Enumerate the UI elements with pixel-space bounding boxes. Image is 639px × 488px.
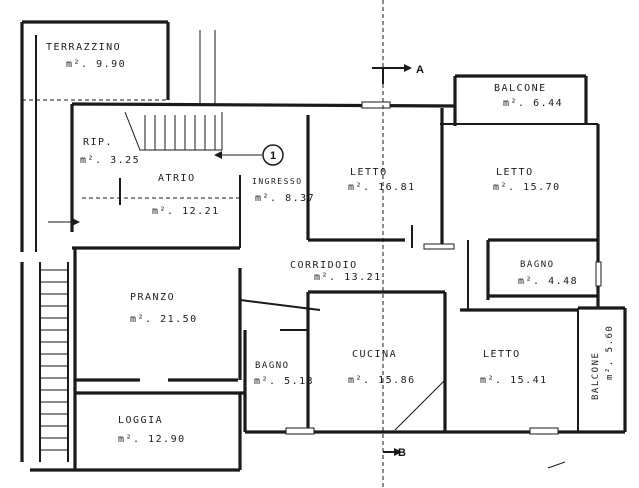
room-name-terrazzino: TERRAZZINO (46, 42, 121, 53)
room-area-bagno-1: m². 4.48 (518, 276, 578, 287)
room-area-pranzo: m². 21.50 (130, 314, 198, 325)
section-lines (372, 0, 412, 488)
room-area-corridoio: m². 13.21 (314, 272, 382, 283)
room-name-balcone-top: BALCONE (494, 83, 547, 94)
room-area-ingresso: m². 8.37 (255, 193, 315, 204)
room-name-letto-1: LETTO (350, 167, 388, 178)
room-area-bagno-2: m². 5.13 (254, 376, 314, 387)
room-name-balcone-side: BALCONE (591, 352, 601, 400)
room-labels: TERRAZZINO m². 9.90 BALCONE m². 6.44 RIP… (46, 42, 615, 445)
cucina-diagonal (394, 379, 446, 431)
room-area-letto-1: m². 16.81 (348, 182, 416, 193)
room-name-pranzo: PRANZO (130, 292, 175, 303)
wall-top-main (71, 102, 456, 108)
entrance-arrows (48, 30, 566, 469)
room-area-balcone-side: m². 5.60 (605, 325, 615, 380)
entrance-marker-circle (262, 144, 284, 166)
room-name-bagno-1: BAGNO (520, 260, 555, 270)
side-entry-arrowhead (72, 218, 80, 226)
room-name-corridoio: CORRIDOIO (290, 260, 358, 271)
room-area-loggia: m². 12.90 (118, 434, 186, 445)
room-name-loggia: LOGGIA (118, 415, 163, 426)
section-b-label: B (398, 447, 406, 459)
room-area-atrio: m². 12.21 (152, 206, 220, 217)
section-a-label: A (416, 64, 424, 76)
room-name-atrio: ATRIO (158, 173, 196, 184)
room-name-rip: RIP. (83, 137, 113, 148)
external-stair (20, 262, 69, 462)
section-a-marker (372, 67, 384, 84)
ingresso-arrowhead (214, 151, 222, 159)
walls (20, 20, 627, 472)
windows (285, 101, 602, 435)
room-name-letto-3: LETTO (483, 349, 521, 360)
entrance-marker-number: 1 (270, 150, 276, 162)
north-mark (547, 461, 566, 469)
section-a-arrowhead (404, 64, 412, 72)
room-name-ingresso: INGRESSO (252, 177, 303, 186)
room-area-rip: m². 3.25 (80, 155, 140, 166)
room-area-cucina: m². 15.86 (348, 375, 416, 386)
room-area-balcone-top: m². 6.44 (503, 98, 563, 109)
room-area-letto-3: m². 15.41 (480, 375, 548, 386)
room-area-letto-2: m². 15.70 (493, 182, 561, 193)
room-name-bagno-2: BAGNO (255, 361, 290, 371)
room-area-terrazzino: m². 9.90 (66, 59, 126, 70)
section-b-arrowhead (394, 448, 402, 456)
atrio-stair (124, 111, 223, 151)
room-name-letto-2: LETTO (496, 167, 534, 178)
corridoio-door-swing (239, 299, 321, 311)
room-name-cucina: CUCINA (352, 349, 397, 360)
